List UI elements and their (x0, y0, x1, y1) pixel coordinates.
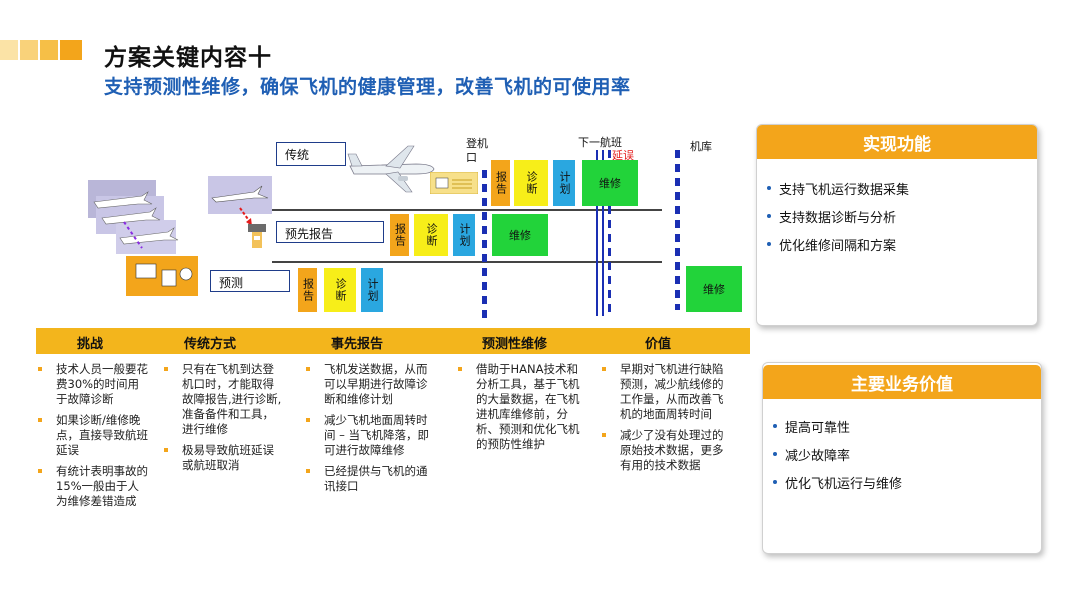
table-header-traditional: 传统方式 (184, 337, 237, 352)
advance-plan-box: 计划 (453, 214, 475, 256)
list-item: 借助于HANA技术和 分析工具，基于飞机的大量数据，在飞机进机库维修前，分析、预… (458, 362, 584, 452)
airliner-image (347, 145, 435, 193)
table-header-bar (36, 328, 750, 354)
plane-cluster-image (88, 180, 198, 296)
lane-line-2 (272, 261, 662, 263)
lane-label-traditional: 传统 (276, 142, 346, 166)
list-item: 减少了没有处理过的原始技术数据，更多有用的技术数据 (602, 428, 728, 473)
lane-line-1 (272, 209, 662, 211)
business-value-panel: 主要业务价值 提高可靠性 减少故障率 优化飞机运行与维修 (762, 362, 1042, 554)
predictive-report-box: 报告 (298, 268, 317, 312)
column-traditional: 只有在飞机到达登机口时，才能取得故障报告,进行诊断, 准备备件和工具，进行维修 … (164, 362, 282, 479)
list-item: 已经提供与飞机的通讯接口 (306, 464, 436, 494)
flow-arrow (123, 221, 143, 249)
list-item: 技术人员一般要花费30%的时间用于故障诊断 (38, 362, 150, 407)
column-predictive: 借助于HANA技术和 分析工具，基于飞机的大量数据，在飞机进机库维修前，分析、预… (458, 362, 584, 458)
next-flight-label: 下一航班 (578, 136, 622, 149)
lane-label-predictive: 预测 (210, 270, 290, 292)
lane-label-advance-report: 预先报告 (276, 221, 384, 243)
traditional-diagnose-box: 诊断 (514, 160, 548, 206)
list-item: 有统计表明事故的15%一般由于人为维修差错造成 (38, 464, 150, 509)
hangar-marker-line (675, 150, 680, 310)
table-header-advance-report: 事先报告 (331, 337, 384, 352)
list-item: 早期对飞机进行缺陷预测，减少航线修的工作量，从而改善飞机的地面周转时间 (602, 362, 728, 422)
list-item: 只有在飞机到达登机口时，才能取得故障报告,进行诊断, 准备备件和工具，进行维修 (164, 362, 282, 437)
next-flight-line-2 (602, 150, 604, 316)
list-item: 减少故障率 (771, 445, 902, 464)
business-value-panel-title: 主要业务价值 (763, 365, 1041, 399)
advance-diagnose-box: 诊断 (414, 214, 448, 256)
predictive-diagnose-box: 诊断 (324, 268, 356, 312)
table-header-predictive: 预测性维修 (482, 337, 548, 352)
list-item: 如果诊断/维修晚点，直接导致航班延误 (38, 413, 150, 458)
predictive-repair-box: 维修 (686, 266, 742, 312)
next-flight-line-1 (596, 150, 598, 316)
predictive-plan-box: 计划 (361, 268, 383, 312)
plane-in-flight-image (208, 176, 272, 214)
advance-report-box: 报告 (390, 214, 409, 256)
list-item: 优化维修间隔和方案 (765, 235, 909, 254)
column-value: 早期对飞机进行缺陷预测，减少航线修的工作量，从而改善飞机的地面周转时间 减少了没… (602, 362, 728, 479)
traditional-report-box: 报告 (491, 160, 510, 206)
column-challenge: 技术人员一般要花费30%的时间用于故障诊断 如果诊断/维修晚点，直接导致航班延误… (38, 362, 150, 515)
control-tower-icon (248, 224, 266, 248)
delay-label: 延误 (612, 149, 634, 162)
gate-icon (430, 172, 478, 194)
accent-square-1 (0, 40, 18, 60)
list-item: 极易导致航班延误或航班取消 (164, 443, 282, 473)
list-item: 支持数据诊断与分析 (765, 207, 909, 226)
column-advance-report: 飞机发送数据，从而可以早期进行故障诊断和维修计划 减少飞机地面周转时间 – 当飞… (306, 362, 436, 500)
table-header-value: 价值 (645, 337, 672, 352)
table-header-challenge: 挑战 (77, 337, 104, 352)
gate-marker-line (482, 170, 487, 318)
hangar-label: 机库 (690, 140, 712, 153)
list-item: 支持飞机运行数据采集 (765, 179, 909, 198)
gate-marker-label: 登机口 (466, 137, 488, 164)
advance-repair-box: 维修 (492, 214, 548, 256)
accent-square-3 (40, 40, 58, 60)
delay-marker-line (608, 150, 611, 316)
traditional-plan-box: 计划 (553, 160, 575, 206)
list-item: 飞机发送数据，从而可以早期进行故障诊断和维修计划 (306, 362, 436, 407)
accent-square-2 (20, 40, 38, 60)
functions-panel-title: 实现功能 (757, 125, 1037, 159)
page-title: 方案关键内容十 (104, 45, 272, 71)
traditional-repair-box: 维修 (582, 160, 638, 206)
list-item: 提高可靠性 (771, 417, 902, 436)
accent-square-4 (60, 40, 82, 60)
list-item: 减少飞机地面周转时间 – 当飞机降落，即可进行故障维修 (306, 413, 436, 458)
list-item: 优化飞机运行与维修 (771, 473, 902, 492)
page-subtitle: 支持预测性维修，确保飞机的健康管理，改善飞机的可使用率 (104, 76, 631, 98)
functions-panel: 实现功能 支持飞机运行数据采集 支持数据诊断与分析 优化维修间隔和方案 (756, 124, 1038, 326)
